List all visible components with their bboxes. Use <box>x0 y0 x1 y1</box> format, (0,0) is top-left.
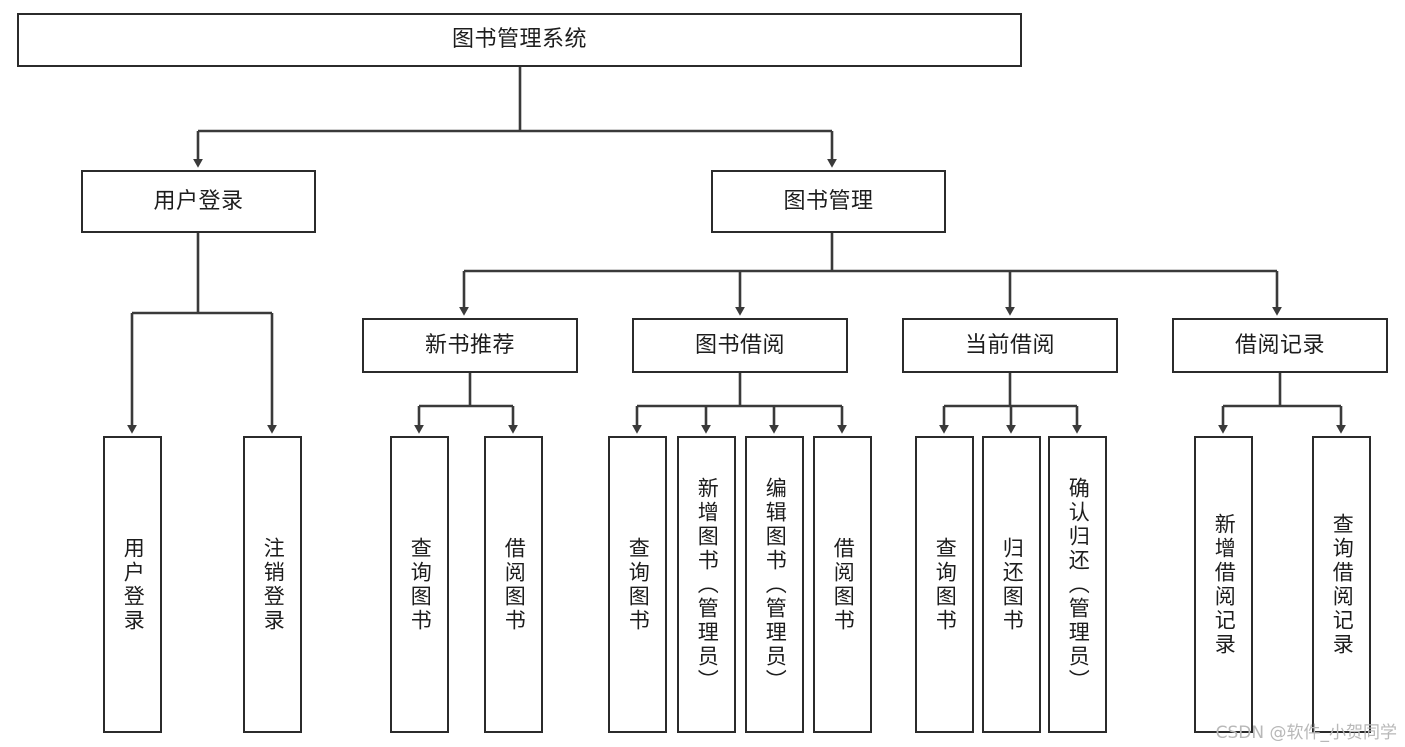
node-root-system[interactable]: 图书管理系统 <box>17 13 1022 67</box>
node-label-leaf-user-login: 用户登录 <box>121 536 146 633</box>
node-book-borrow[interactable]: 图书借阅 <box>632 318 848 373</box>
node-label-book-manage: 图书管理 <box>783 188 874 214</box>
node-label-leaf-confirm-return: 确认归还（管理员） <box>1066 476 1091 693</box>
node-label-leaf-query-book-3: 查询图书 <box>933 536 958 633</box>
node-label-leaf-edit-book: 编辑图书（管理员） <box>763 476 788 693</box>
node-book-manage[interactable]: 图书管理 <box>711 170 946 233</box>
node-leaf-borrow-book-2[interactable]: 借阅图书 <box>813 436 872 733</box>
node-label-book-borrow: 图书借阅 <box>694 332 785 358</box>
node-label-leaf-return-book: 归还图书 <box>1000 536 1025 633</box>
node-borrow-record[interactable]: 借阅记录 <box>1172 318 1388 373</box>
node-label-leaf-query-record: 查询借阅记录 <box>1330 512 1355 657</box>
node-leaf-add-record[interactable]: 新增借阅记录 <box>1194 436 1253 733</box>
node-label-new-book-recommend: 新书推荐 <box>424 332 515 358</box>
node-leaf-confirm-return[interactable]: 确认归还（管理员） <box>1048 436 1107 733</box>
node-label-leaf-add-book: 新增图书（管理员） <box>695 476 720 693</box>
node-label-user-login: 用户登录 <box>153 188 244 214</box>
node-leaf-borrow-book-1[interactable]: 借阅图书 <box>484 436 543 733</box>
node-new-book-recommend[interactable]: 新书推荐 <box>362 318 578 373</box>
node-leaf-query-record[interactable]: 查询借阅记录 <box>1312 436 1371 733</box>
node-leaf-add-book[interactable]: 新增图书（管理员） <box>677 436 736 733</box>
node-leaf-user-login[interactable]: 用户登录 <box>103 436 162 733</box>
node-leaf-query-book-2[interactable]: 查询图书 <box>608 436 667 733</box>
node-label-leaf-logout: 注销登录 <box>261 536 286 633</box>
node-label-leaf-add-record: 新增借阅记录 <box>1212 512 1237 657</box>
node-leaf-edit-book[interactable]: 编辑图书（管理员） <box>745 436 804 733</box>
node-label-borrow-record: 借阅记录 <box>1234 332 1325 358</box>
node-label-leaf-borrow-book-2: 借阅图书 <box>831 536 856 633</box>
node-label-leaf-query-book-2: 查询图书 <box>626 536 651 633</box>
node-leaf-query-book-1[interactable]: 查询图书 <box>390 436 449 733</box>
node-label-leaf-query-book-1: 查询图书 <box>408 536 433 633</box>
node-user-login[interactable]: 用户登录 <box>81 170 316 233</box>
node-label-current-borrow: 当前借阅 <box>964 332 1055 358</box>
node-label-leaf-borrow-book-1: 借阅图书 <box>502 536 527 633</box>
node-label-root-system: 图书管理系统 <box>451 27 587 53</box>
node-current-borrow[interactable]: 当前借阅 <box>902 318 1118 373</box>
node-leaf-query-book-3[interactable]: 查询图书 <box>915 436 974 733</box>
node-leaf-logout[interactable]: 注销登录 <box>243 436 302 733</box>
node-leaf-return-book[interactable]: 归还图书 <box>982 436 1041 733</box>
